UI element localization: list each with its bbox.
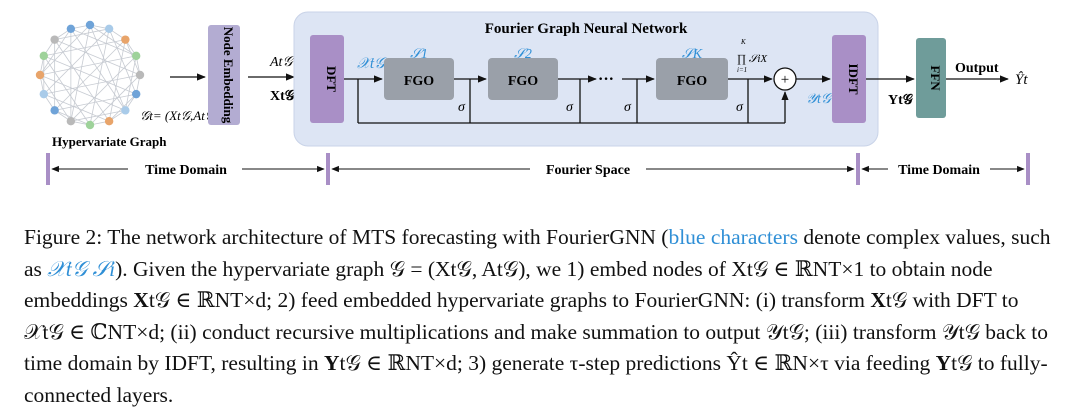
ffn-label: FFN [928,65,943,91]
product-label: ∏ 𝒮iX [737,53,768,65]
domain-tick-4 [1026,153,1030,185]
caption-part-5: t𝒢 with DFT to 𝒳t𝒢 ∈ ℂNT×d; (ii) conduct… [24,288,1048,375]
graph-node [121,35,130,44]
caption-part-7: t𝒢 to fully-connected layers. [24,351,1048,407]
graph-edge [43,55,137,95]
graph-node [104,24,114,34]
graph-edge [39,28,72,76]
dft-label: DFT [324,66,339,92]
fgo-block-2 [488,58,558,100]
caption-part-4: t𝒢 ∈ ℝNT×d; 2) feed embedded hypervariat… [148,288,871,312]
fgo-1-label: FGO [404,74,434,89]
graph-edge [39,74,72,122]
domain-right-label: Time Domain [898,163,980,178]
graph-node [85,20,95,30]
output-label: Output [955,61,999,76]
fgo-block-k [656,58,728,100]
graph-node [131,51,141,61]
graph-edge [108,39,126,122]
graph-node [39,51,49,61]
y-hat-label: Ŷt [1015,71,1028,88]
y-real-label: Yt𝒢 [888,93,914,108]
graph-node [135,70,145,80]
caption-bold-3: Y [323,351,340,375]
fgnn-title: Fourier Graph Neural Network [485,21,688,37]
x-complex-label: 𝒳t𝒢 [357,56,387,72]
sk-label: 𝒮K [682,47,703,62]
graph-edge [70,55,137,122]
sigma-2: σ [566,100,574,115]
caption-part-3: ). Given the hypervariate graph 𝒢 = (Xt𝒢… [24,256,993,313]
dft-block [310,35,344,123]
sigma-1: σ [458,100,466,115]
graph-edge [70,28,126,111]
graph-node [66,24,76,34]
graph-edge [54,39,141,76]
graph-node [50,35,59,44]
graph-edge [70,28,137,57]
graph-edge [89,28,110,126]
node-embedding-label: Node Embedding [221,27,236,124]
domain-tick-1 [46,153,50,185]
graph-edge [54,28,110,41]
graph-node [121,106,130,115]
input-x: Xt𝒢 [270,89,296,104]
graph-edge [43,74,141,95]
graph-edge [124,55,137,111]
idft-label: IDFT [846,63,861,94]
graph-edge [43,55,91,126]
graph-edge [70,109,126,122]
fgo-2-label: FGO [508,74,538,89]
graph-node [39,89,49,99]
graph-node [104,116,114,126]
domain-mid-label: Fourier Space [546,163,630,178]
caption-blue-2: 𝒳t𝒢 𝒮i [47,256,116,281]
figure-caption: Figure 2: The network architecture of MT… [24,222,1054,411]
fgo-k-label: FGO [677,74,707,89]
ffn-block [916,38,946,118]
graph-edge [70,24,91,122]
s1-label: 𝒮1 [410,47,428,62]
caption-bold-2: X [870,288,886,312]
sigma-4: σ [736,100,744,115]
plus-sign: + [781,72,789,88]
domain-tick-3 [856,153,860,185]
graph-edge [39,74,126,111]
caption-part-2: denote complex values, such as [24,225,1051,281]
node-embedding-block [208,25,240,125]
product-top: K [740,38,746,46]
graph-node [35,70,45,80]
graph-edge [89,24,137,57]
caption-blue-1: blue characters [668,225,798,249]
caption-part-6: t𝒢 ∈ ℝNT×d; 3) generate τ-step predictio… [339,351,936,375]
graph-node [50,106,59,115]
input-a: At𝒢 [269,55,294,70]
fgo-block-1 [384,58,454,100]
graph-formula: 𝒢t= (Xt𝒢,At𝒢) [140,108,218,123]
ellipsis: ··· [598,71,614,88]
domain-tick-2 [326,153,330,185]
graph-edge [43,39,126,57]
idft-block [832,35,866,123]
graph-node [66,116,76,126]
graph-label: Hypervariate Graph [52,134,167,149]
hypervariate-graph [35,20,145,130]
graph-node [131,89,141,99]
architecture-diagram: Hypervariate Graph 𝒢t= (Xt𝒢,At𝒢) Node Em… [35,11,1030,185]
graph-edge [54,39,110,122]
graph-edge [54,93,137,111]
product-bottom: i=1 [737,66,747,74]
s2-label: 𝒮2 [514,47,532,62]
caption-part-1: Figure 2: The network architecture of MT… [24,225,669,249]
caption-bold-1: X [133,288,149,312]
sigma-3: σ [624,100,632,115]
domain-left-label: Time Domain [145,163,227,178]
graph-edge [39,55,137,76]
y-complex-label: 𝒴t𝒢 [806,92,833,107]
caption-bold-4: Y [935,351,952,375]
graph-node [85,120,95,130]
